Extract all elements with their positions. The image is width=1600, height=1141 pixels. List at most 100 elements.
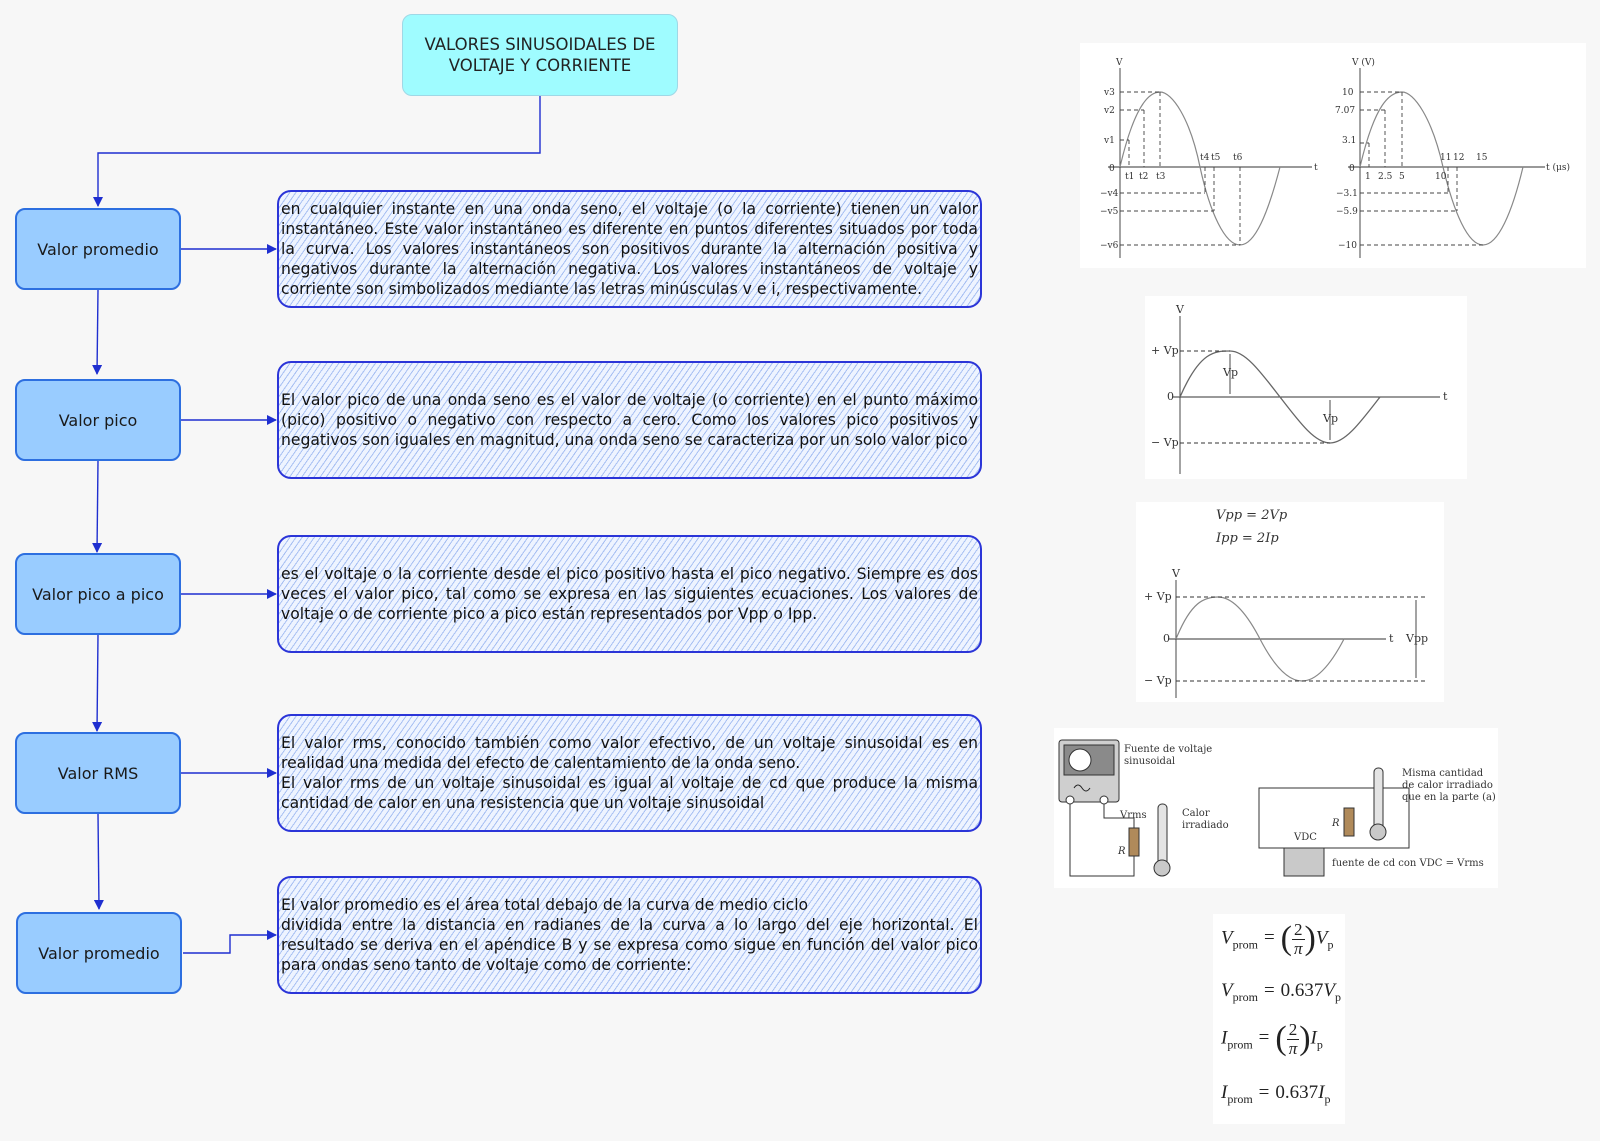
formula-lhs-sub: prom: [1227, 1037, 1253, 1052]
fig1-left-ytick: −v5: [1100, 207, 1119, 217]
connector-node1-to-node2: [92, 289, 103, 375]
fig4-vrms-label: Vrms: [1119, 810, 1147, 821]
fig2-vp-upper: Vp: [1222, 366, 1238, 379]
formula-lhs: I: [1221, 1027, 1228, 1049]
fig3-minus-vp: − Vp: [1144, 674, 1172, 687]
fig1-right-ytick: 7.07: [1335, 106, 1355, 116]
fig2-vp-lower: Vp: [1322, 412, 1338, 425]
fig1-right-zero: 0: [1349, 164, 1355, 174]
figure-instantaneous-values: V t 0 v3 v2 v1 −v4 −v5 −v6 t1 t2 t3 t4 t…: [1080, 43, 1586, 268]
fig2-plus-vp: + Vp: [1151, 344, 1179, 357]
fig4-same-heat-label: de calor irradiado: [1402, 780, 1493, 791]
fig1-left-ytick: v2: [1103, 106, 1115, 116]
desc-valor-promedio: El valor promedio es el área total debaj…: [277, 876, 982, 994]
fig1-right-ytick: −5.9: [1336, 207, 1358, 217]
connector-node2-to-node3: [92, 460, 103, 553]
desc-text: es el voltaje o la corriente desde el pi…: [281, 565, 978, 623]
node-valor-promedio-2: Valor promedio: [16, 912, 182, 994]
fig3-v-label: V: [1171, 567, 1181, 580]
connector-node4-to-node5: [93, 813, 104, 910]
formula-lhs: I: [1221, 1082, 1228, 1103]
formula-rhs-sub: p: [1335, 990, 1342, 1004]
fig1-left-xtick: t2: [1139, 172, 1148, 182]
connector-node3-to-node4: [92, 634, 103, 732]
node-valor-rms: Valor RMS: [15, 732, 181, 814]
fig1-right-t-label: t (μs): [1546, 162, 1570, 173]
fig4-dc-source-label: fuente de cd con VDC = Vrms: [1332, 858, 1484, 869]
fig2-zero: 0: [1167, 390, 1174, 403]
formula-vprom-coef: Vprom=0.637Vp: [1221, 980, 1342, 1004]
connector-title-to-node1: [93, 96, 541, 207]
formula-iprom-coef: Iprom=0.637Ip: [1221, 1082, 1331, 1106]
formula-rhs-var: I: [1310, 1027, 1317, 1049]
fig1-left-xtick: t6: [1233, 153, 1243, 163]
formula-lhs: V: [1221, 927, 1233, 949]
fig1-right-ytick: −3.1: [1336, 189, 1358, 199]
desc-text: El valor pico de una onda seno es el val…: [281, 391, 978, 449]
fig1-left-xtick: t3: [1156, 172, 1166, 182]
fig1-left-ytick: v1: [1103, 136, 1115, 146]
node-valor-promedio: Valor promedio: [15, 208, 181, 290]
fig1-right-ytick: −10: [1338, 241, 1357, 251]
fig1-right-ytick: 10: [1342, 88, 1354, 98]
fig1-left-xtick: t5: [1211, 153, 1221, 163]
fig1-right-xtick: 15: [1476, 153, 1488, 163]
formula-rhs-sub: p: [1327, 937, 1334, 952]
node-valor-pico-a-pico: Valor pico a pico: [15, 553, 181, 635]
desc-text: en cualquier instante en una onda seno, …: [281, 200, 978, 298]
fig1-right-v-label: V (V): [1351, 57, 1375, 68]
fig4-source-label: Fuente de voltaje: [1124, 744, 1212, 755]
fig4-same-heat-label: que en la parte (a): [1402, 792, 1496, 803]
figure-peak-to-peak: Vpp = 2Vp Ipp = 2Ip V t 0 + Vp − Vp Vpp: [1136, 502, 1444, 702]
fraction-denominator: π: [1293, 938, 1303, 958]
formula-lhs: V: [1221, 980, 1233, 1001]
fig4-source-label: sinusoidal: [1124, 756, 1175, 767]
connector-node5-to-desc5: [183, 930, 277, 954]
fig3-vpp-label: Vpp: [1405, 632, 1428, 645]
fraction-numerator: 2: [1286, 1019, 1300, 1040]
figure-rms-equivalence: Fuente de voltaje sinusoidal Vrms R Calo…: [1054, 728, 1498, 888]
fig3-t-label: t: [1389, 632, 1394, 645]
desc-valor-instantaneo: en cualquier instante en una onda seno, …: [277, 190, 982, 308]
fig4-heat-label: Calor: [1182, 808, 1210, 819]
node-valor-pico: Valor pico: [15, 379, 181, 461]
desc-valor-pico-a-pico: es el voltaje o la corriente desde el pi…: [277, 535, 982, 653]
formula-lhs-sub: prom: [1232, 937, 1258, 952]
desc-valor-rms: El valor rms, conocido también como valo…: [277, 714, 982, 832]
fig1-left-xtick: t1: [1125, 172, 1134, 182]
fig3-zero: 0: [1163, 632, 1170, 645]
fig2-t-label: t: [1443, 390, 1448, 403]
fig4-r-label: R: [1117, 846, 1126, 857]
fig1-left-t-label: t: [1314, 163, 1318, 173]
fig1-right-xtick: 11: [1440, 153, 1451, 163]
fraction-denominator: π: [1288, 1038, 1298, 1058]
formula-rhs-sub: p: [1324, 1092, 1331, 1106]
formula-rhs-var: V: [1323, 980, 1336, 1001]
fig1-right-xtick: 12: [1453, 153, 1464, 163]
fig1-left-zero: 0: [1109, 164, 1115, 174]
desc-text: El valor rms, conocido también como valo…: [281, 734, 978, 812]
formula-lhs-sub: prom: [1232, 990, 1258, 1004]
figure-peak-value: V t 0 + Vp − Vp Vp Vp: [1145, 296, 1467, 479]
formula-rhs-var: I: [1318, 1082, 1325, 1103]
formula-coefficient: 0.637: [1275, 1082, 1319, 1103]
fig3-plus-vp: + Vp: [1144, 590, 1172, 603]
fig4-heat-label: irradiado: [1182, 820, 1229, 831]
fig2-v-label: V: [1175, 303, 1185, 316]
fig1-left-xtick: t4: [1200, 153, 1210, 163]
fig1-left-ytick: −v4: [1100, 189, 1119, 199]
fig1-left-ytick: −v6: [1100, 241, 1119, 251]
formula-rhs-var: V: [1315, 927, 1328, 949]
fig4-same-heat-label: Misma cantidad: [1402, 768, 1484, 779]
fig3-equation-vpp: Vpp = 2Vp: [1216, 508, 1288, 523]
desc-text: El valor promedio es el área total debaj…: [281, 896, 978, 974]
fig2-minus-vp: − Vp: [1151, 436, 1179, 449]
fig3-equation-ipp: Ipp = 2Ip: [1215, 531, 1279, 546]
formula-rhs-sub: p: [1316, 1037, 1323, 1052]
